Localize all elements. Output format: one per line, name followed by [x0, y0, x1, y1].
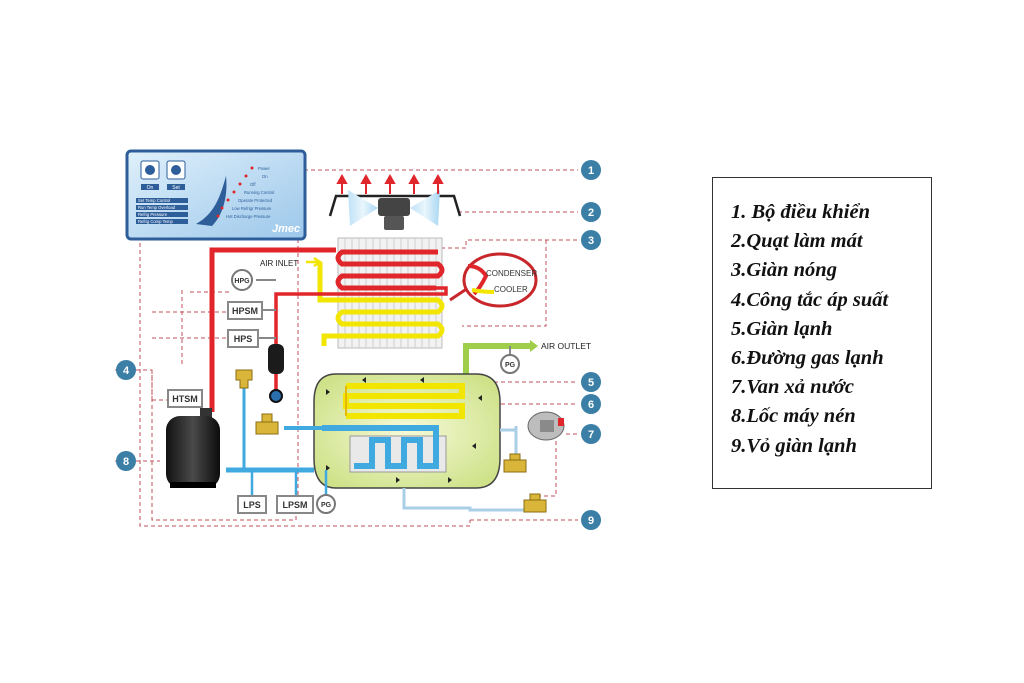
condenser-cooler-bubble: CONDENSER COOLER — [449, 252, 538, 308]
legend-item-refrigerant-line: 6.Đường gas lạnh — [731, 347, 884, 370]
panel-item: Power — [258, 166, 270, 171]
lpsm-box — [276, 495, 314, 514]
lps-box — [237, 495, 267, 514]
callout-2-number: 2 — [588, 207, 594, 219]
panel-item: Operate Protected — [238, 198, 273, 203]
legend-item-condenser: 3.Giàn nóng — [731, 259, 837, 282]
hps-label: HPS — [234, 334, 253, 344]
panel-item: Running Control — [244, 190, 274, 195]
callout-5-number: 5 — [588, 377, 594, 389]
callout-9 — [581, 510, 601, 530]
panel-left-item: Set Temp Control — [138, 198, 170, 203]
hpg-gauge — [231, 269, 253, 291]
lps-label: LPS — [243, 500, 261, 510]
outlet-pressure-gauge — [500, 354, 520, 374]
outlet-pg-label: PG — [505, 362, 516, 369]
cooler-label: COOLER — [494, 285, 528, 294]
callout-8 — [116, 451, 136, 471]
hot-gas-bypass-valve — [235, 369, 253, 389]
lpsm-label: LPSM — [282, 500, 307, 510]
hpsm-label: HPSM — [232, 306, 258, 316]
fan-airflow-arrows — [336, 173, 444, 194]
callout-4 — [116, 360, 136, 380]
valves — [235, 344, 565, 513]
legend-item-cooling-fan: 2.Quạt làm mát — [731, 230, 863, 253]
condenser-label: CONDENSER — [486, 269, 537, 278]
hot-gas-line — [209, 247, 336, 412]
drain-valve — [503, 453, 527, 473]
panel-item: On — [262, 174, 268, 179]
refrigerant-lines — [209, 247, 530, 512]
callout-1-number: 1 — [588, 165, 594, 177]
legend-item-evaporator: 5.Giàn lạnh — [731, 317, 833, 340]
callout-9-number: 9 — [588, 515, 594, 527]
air-inlet-label: AIR INLET — [260, 259, 298, 268]
control-panel: On Set Set Temp Control Run Temp Overloa… — [125, 149, 307, 241]
legend-item-controller: 1. Bộ điều khiển — [731, 201, 870, 223]
compressor — [166, 408, 220, 488]
drain-valve-lower — [523, 493, 547, 513]
panel-item: Off — [250, 182, 256, 187]
panel-item: Hot Discharge Pressure — [226, 214, 271, 219]
low-pg-label: PG — [321, 502, 332, 509]
panel-left-item: Refrig Comp Temp — [138, 219, 174, 224]
air-inlet-arrow — [306, 256, 323, 268]
panel-button-set-label: Set — [172, 185, 180, 191]
air-outlet-arrow — [530, 340, 538, 352]
callout-7 — [581, 424, 601, 444]
hpg-label: HPG — [234, 278, 250, 285]
evaporator-shell — [313, 373, 501, 489]
drain-solenoid — [527, 411, 565, 441]
callout-4-number: 4 — [123, 365, 130, 377]
callout-3-number: 3 — [588, 235, 594, 247]
panel-left-item: Refrig Pressure — [138, 212, 168, 217]
filter-drier — [268, 344, 284, 374]
brand-logo: Jmec — [272, 223, 300, 235]
panel-item: Low Refrigr Pressure — [232, 206, 272, 211]
evaporator-cold-coil — [322, 425, 439, 469]
condenser-hot-coil — [335, 249, 445, 291]
callout-7-number: 7 — [588, 429, 594, 441]
sight-glass — [269, 389, 283, 403]
legend-box: 1. Bộ điều khiển 2.Quạt làm mát 3.Giàn n… — [712, 177, 932, 489]
panel-led-dots — [216, 166, 254, 218]
air-outlet-label: AIR OUTLET — [541, 341, 591, 351]
cooler-air-coil — [317, 262, 445, 346]
pressure-switches: HPG HPSM HPS HTSM LPS LPSM PG — [167, 269, 336, 514]
callout-1 — [581, 160, 601, 180]
panel-button-on-label: On — [147, 185, 154, 191]
expansion-valve — [255, 413, 279, 435]
cooling-fan — [328, 173, 462, 230]
legend-list: 1. Bộ điều khiển 2.Quạt làm mát 3.Giàn n… — [713, 178, 931, 461]
callout-6-number: 6 — [588, 399, 594, 411]
panel-swoosh — [196, 176, 227, 226]
callout-2 — [581, 202, 601, 222]
callout-markers[interactable] — [116, 160, 601, 530]
low-pg-gauge — [316, 494, 336, 514]
panel-left-item: Run Temp Overload — [138, 205, 176, 210]
drain-line — [402, 488, 530, 512]
panel-right-list: Power On Off Running Control Operate Pro… — [226, 166, 274, 219]
legend-item-compressor: 8.Lốc máy nén — [731, 405, 856, 428]
callout-8-number: 8 — [123, 456, 129, 468]
callout-6 — [581, 394, 601, 414]
low-pressure-tap — [250, 470, 328, 496]
legend-item-pressure-switch: 4.Công tắc áp suất — [731, 288, 889, 311]
legend-item-drain-valve: 7.Van xả nước — [731, 376, 854, 399]
callout-3 — [581, 230, 601, 250]
callout-5 — [581, 372, 601, 392]
htsm-box — [167, 389, 203, 408]
evaporator-flow-arrows — [326, 377, 482, 483]
panel-left-list: Set Temp Control Run Temp Overload Refri… — [136, 198, 188, 224]
legend-item-evaporator-shell: 9.Vỏ giàn lạnh — [731, 434, 857, 457]
air-outlet-pipe — [463, 343, 530, 382]
htsm-label: HTSM — [172, 394, 198, 404]
